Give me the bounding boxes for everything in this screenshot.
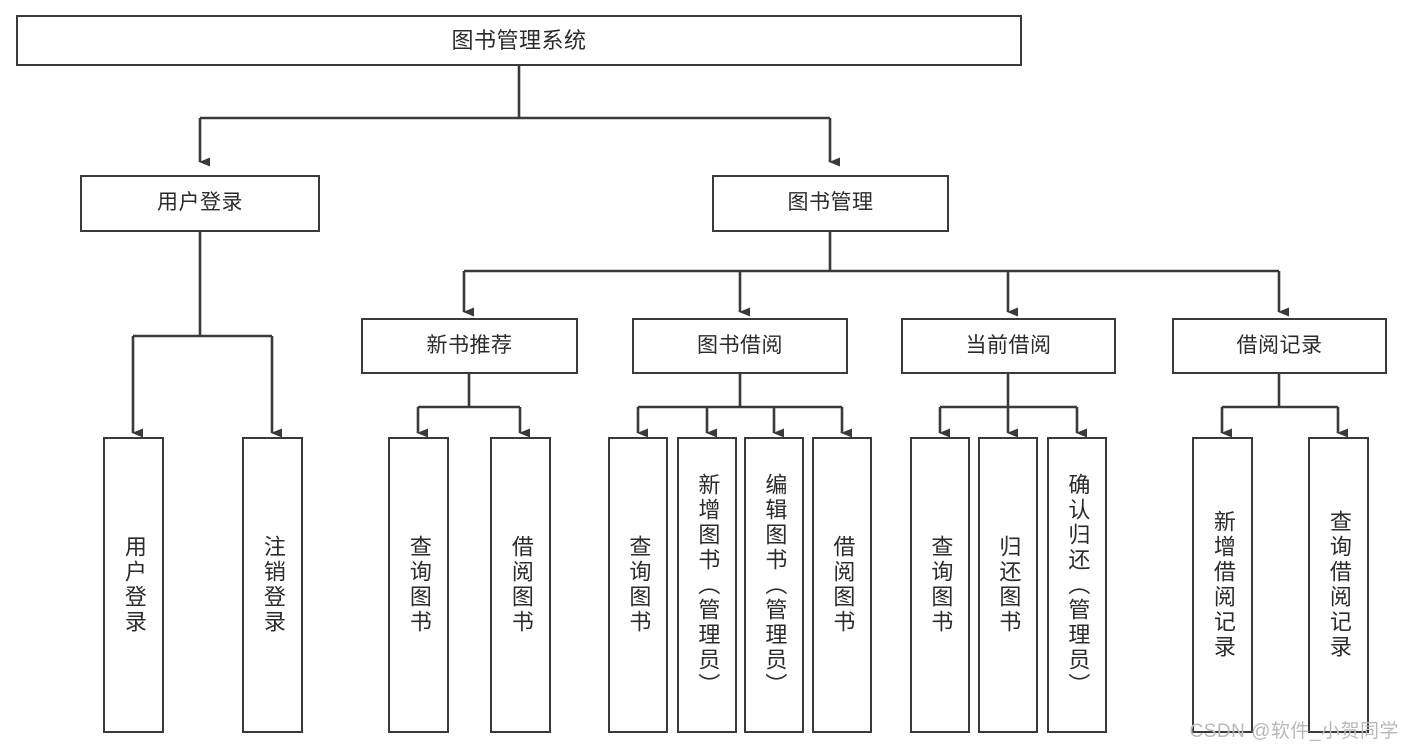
node-label: 确认归还（管理员） bbox=[1065, 472, 1091, 698]
node-current-borrow[interactable]: 当前借阅 bbox=[901, 318, 1116, 374]
node-leaf-return-book[interactable]: 归还图书 bbox=[978, 437, 1038, 733]
node-label: 查询图书 bbox=[406, 535, 432, 635]
node-label: 当前借阅 bbox=[965, 333, 1052, 357]
node-leaf-logout[interactable]: 注销登录 bbox=[242, 437, 303, 733]
node-label: 查询借阅记录 bbox=[1326, 510, 1352, 660]
node-leaf-confirm-return-admin[interactable]: 确认归还（管理员） bbox=[1047, 437, 1107, 733]
node-label: 新书推荐 bbox=[426, 333, 513, 357]
node-leaf-query-book-newbook[interactable]: 查询图书 bbox=[388, 437, 449, 733]
node-label: 用户登录 bbox=[157, 191, 243, 215]
node-leaf-query-book-current[interactable]: 查询图书 bbox=[910, 437, 970, 733]
node-label: 查询图书 bbox=[626, 535, 652, 635]
node-book-borrow[interactable]: 图书借阅 bbox=[632, 318, 848, 374]
node-label: 借阅图书 bbox=[508, 535, 534, 635]
node-label: 借阅记录 bbox=[1236, 333, 1323, 357]
node-leaf-add-book-admin[interactable]: 新增图书（管理员） bbox=[677, 437, 737, 733]
node-label: 注销登录 bbox=[260, 535, 286, 635]
node-leaf-user-login[interactable]: 用户登录 bbox=[103, 437, 164, 733]
node-label: 图书管理系统 bbox=[451, 27, 587, 53]
node-label: 借阅图书 bbox=[830, 535, 856, 635]
node-borrow-record[interactable]: 借阅记录 bbox=[1172, 318, 1387, 374]
node-leaf-edit-book-admin[interactable]: 编辑图书（管理员） bbox=[744, 437, 804, 733]
node-leaf-add-borrow-record[interactable]: 新增借阅记录 bbox=[1192, 437, 1253, 733]
node-label: 编辑图书（管理员） bbox=[762, 472, 788, 698]
node-label: 归还图书 bbox=[996, 535, 1022, 635]
node-label: 用户登录 bbox=[121, 535, 147, 635]
node-user-login[interactable]: 用户登录 bbox=[80, 175, 320, 232]
node-leaf-query-borrow-record[interactable]: 查询借阅记录 bbox=[1308, 437, 1369, 733]
node-new-book-recommend[interactable]: 新书推荐 bbox=[361, 318, 578, 374]
node-leaf-borrow-book-newbook[interactable]: 借阅图书 bbox=[490, 437, 551, 733]
node-label: 新增借阅记录 bbox=[1210, 510, 1236, 660]
node-root-book-management-system[interactable]: 图书管理系统 bbox=[16, 15, 1022, 66]
node-book-management[interactable]: 图书管理 bbox=[712, 175, 949, 232]
node-label: 图书借阅 bbox=[697, 333, 783, 357]
node-label: 图书管理 bbox=[787, 191, 874, 215]
node-label: 新增图书（管理员） bbox=[695, 472, 721, 698]
node-leaf-borrow-book[interactable]: 借阅图书 bbox=[812, 437, 872, 733]
watermark-text: CSDN @软件_小贺同学 bbox=[1189, 721, 1399, 742]
node-leaf-query-book-borrow[interactable]: 查询图书 bbox=[608, 437, 668, 733]
node-label: 查询图书 bbox=[928, 535, 954, 635]
